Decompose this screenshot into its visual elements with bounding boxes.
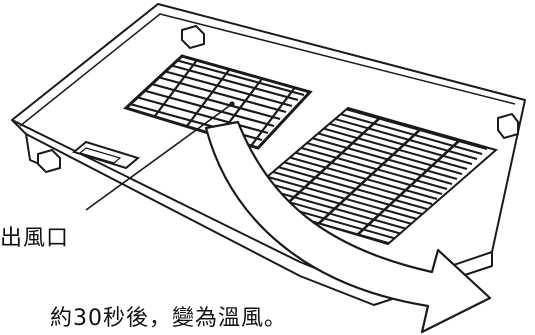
caption-text: 約30秒後，變為溫風。 [50,306,287,331]
foot-top-right [497,112,519,140]
airflow-arrow [204,120,492,334]
exhaust-grille-small [123,54,313,150]
intake-grille-large [237,106,499,246]
vent-label: 出風口 [0,226,70,251]
foot-top-left [181,24,205,50]
vent-leader [85,101,235,211]
foot-bottom-left [37,148,61,174]
label-slot [71,140,141,170]
rubber-feet [37,24,519,174]
